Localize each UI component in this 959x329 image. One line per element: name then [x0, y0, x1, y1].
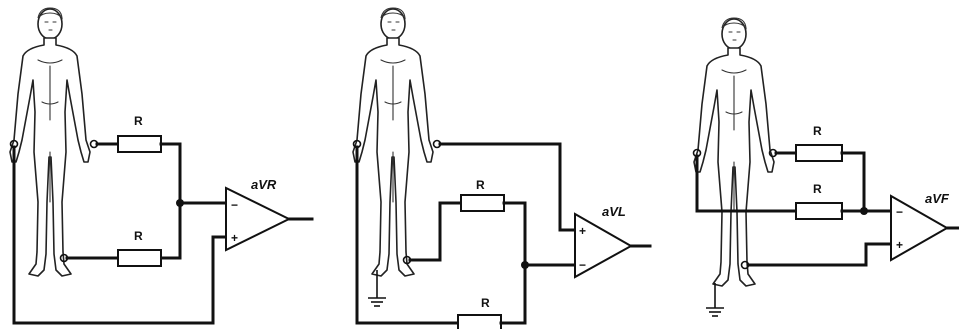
op-amp-2 [574, 212, 634, 279]
minus-sign-3: − [896, 205, 903, 219]
resistor-top-1 [117, 135, 162, 153]
wire-right-arm-2 [355, 145, 460, 325]
resistor-bottom-label-2: R [481, 296, 490, 310]
human-figure-1 [9, 7, 91, 277]
panel-avl: R R + − aVL [352, 7, 652, 329]
lead-label-avr: aVR [251, 177, 277, 192]
panel-avf: R R − + aVF [692, 17, 959, 317]
wire-right-arm-3 [695, 154, 798, 213]
resistor-bottom-1 [117, 249, 162, 267]
node-dot-2 [521, 261, 529, 269]
op-amp-3 [890, 194, 950, 262]
op-amp-1 [225, 186, 292, 252]
node-dot-3 [860, 207, 868, 215]
lead-label-avl: aVL [602, 204, 626, 219]
wire-left-leg-2 [408, 201, 463, 262]
resistor-top-label-2: R [476, 178, 485, 192]
wire-top-res-to-node-3 [840, 151, 866, 213]
resistor-bottom-3 [795, 202, 843, 220]
plus-sign-2: + [579, 224, 586, 238]
human-figure-2 [352, 7, 434, 277]
ground-icon [368, 297, 386, 307]
resistor-bottom-label-1: R [134, 229, 143, 243]
resistor-bottom-2 [457, 314, 502, 329]
wire-node-to-minus-2 [502, 201, 577, 267]
panel-avr: R R − + aVR [9, 7, 314, 325]
resistor-top-3 [795, 144, 843, 162]
plus-sign-1: + [231, 231, 238, 245]
resistor-top-label-3: R [813, 124, 822, 138]
ground-icon [706, 307, 724, 317]
wire-bottom-res-to-node-2 [499, 263, 527, 325]
resistor-bottom-label-3: R [813, 182, 822, 196]
wire-left-arm-to-plus-2 [438, 142, 577, 232]
wire-right-arm-to-plus-1 [12, 145, 228, 325]
lead-label-avf: aVF [925, 191, 950, 206]
human-figure-3 [693, 17, 775, 287]
minus-sign-1: − [231, 198, 238, 212]
minus-sign-2: − [579, 258, 586, 272]
wire-left-leg-to-plus-3 [746, 242, 893, 267]
plus-sign-3: + [896, 238, 903, 252]
resistor-top-label-1: R [134, 114, 143, 128]
resistor-top-2 [460, 194, 505, 212]
